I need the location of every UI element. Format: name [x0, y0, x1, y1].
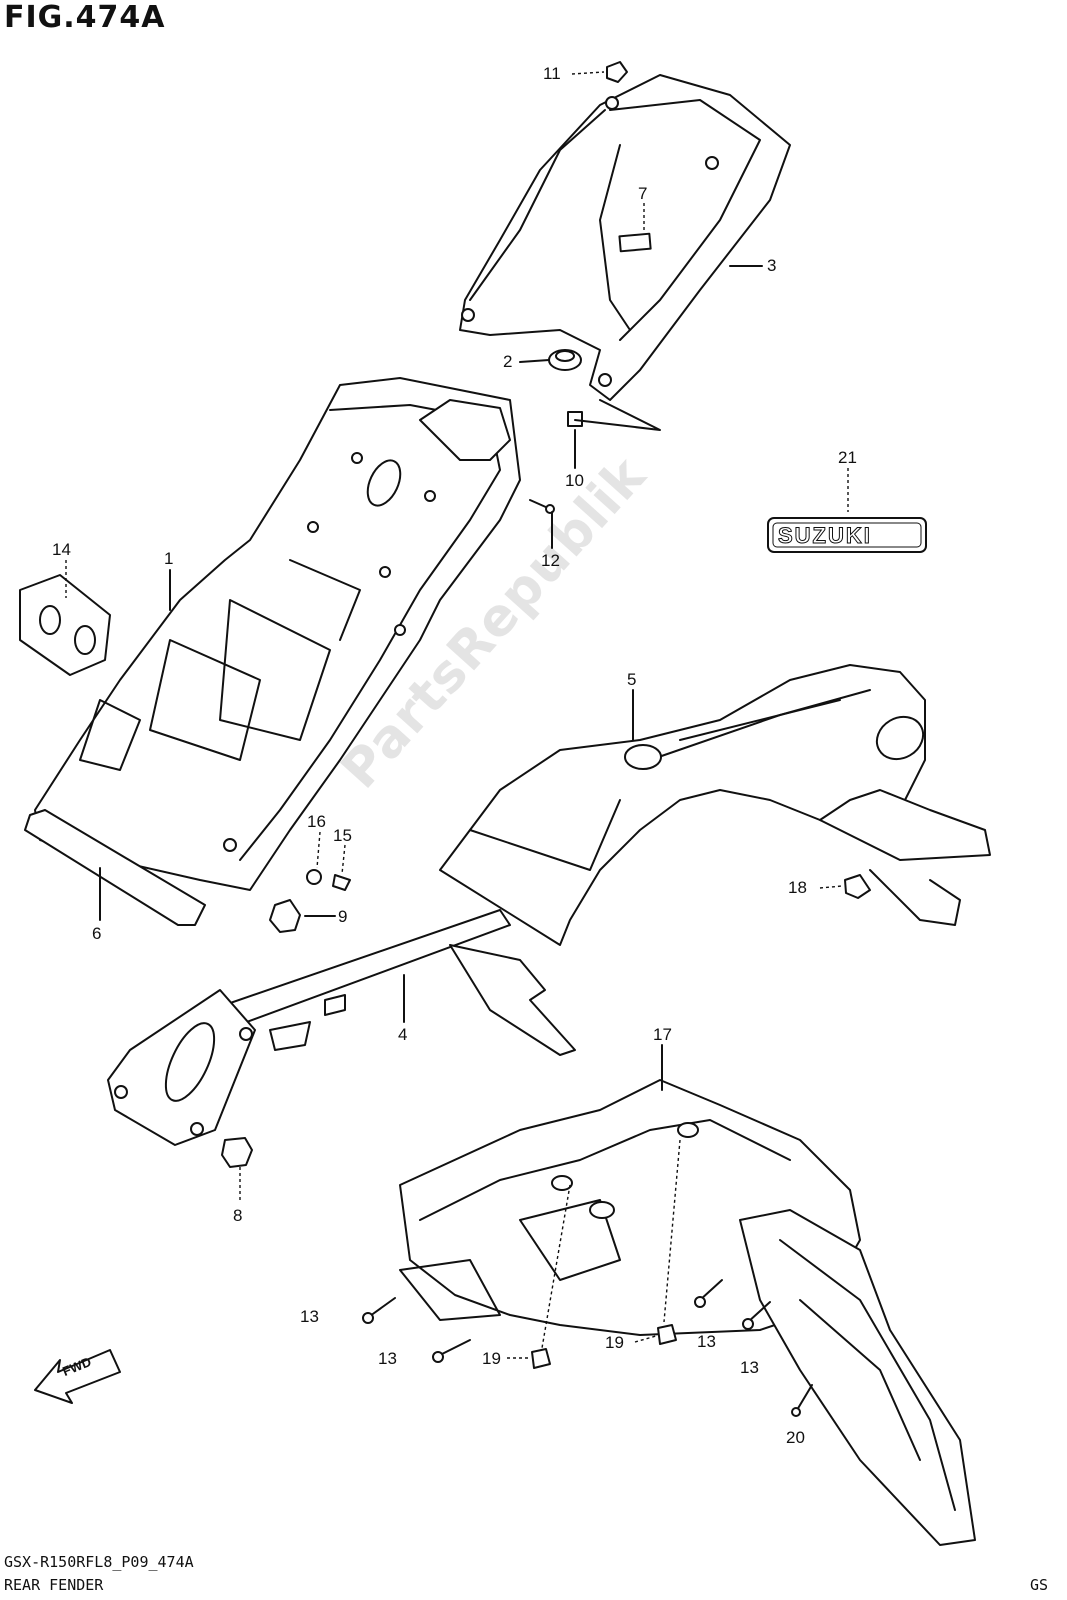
- callout-4: 4: [398, 1025, 408, 1044]
- callout-13-a: 13: [300, 1307, 319, 1326]
- callout-13-d: 13: [740, 1358, 759, 1377]
- callout-13-b: 13: [378, 1349, 397, 1368]
- part-1-rear-fender-frame: [34, 377, 521, 891]
- callout-1: 1: [164, 549, 174, 568]
- part-8-bolt: [221, 1137, 253, 1168]
- figure-code: GSX-R150RFL8_P09_474A: [4, 1553, 194, 1571]
- callout-18: 18: [788, 878, 807, 897]
- callout-2: 2: [503, 352, 513, 371]
- region-code: GS: [1030, 1576, 1049, 1594]
- suzuki-emblem-text: SUZUKI: [778, 523, 872, 549]
- callout-16: 16: [307, 812, 326, 831]
- figure-name: REAR FENDER: [4, 1576, 104, 1594]
- fasteners: [362, 1279, 813, 1417]
- callout-11: 11: [543, 64, 561, 83]
- part-4-frame-bar: [107, 909, 576, 1146]
- figure-title: FIG.474A: [4, 0, 166, 35]
- callout-14: 14: [52, 540, 71, 559]
- part-2-grommet: [548, 349, 582, 371]
- part-21-emblem: [767, 517, 927, 553]
- callout-9: 9: [338, 907, 348, 926]
- callout-8: 8: [233, 1206, 243, 1225]
- part-18-bushing: [844, 874, 871, 899]
- part-14-bracket: [19, 574, 111, 676]
- part-9-bolt: [269, 899, 301, 933]
- part-16-washer: [306, 869, 322, 885]
- part-11-clip: [606, 61, 628, 83]
- part-10-leader: [574, 399, 661, 431]
- callout-21: 21: [838, 448, 857, 467]
- callout-3: 3: [767, 256, 777, 275]
- callout-10: 10: [565, 471, 584, 490]
- part-3-tail-cover: [459, 74, 791, 401]
- callout-12: 12: [541, 551, 560, 570]
- callout-19-a: 19: [482, 1349, 501, 1368]
- callout-6: 6: [92, 924, 102, 943]
- part-17-hugger: [399, 1079, 976, 1546]
- callout-20: 20: [786, 1428, 805, 1447]
- leader-lines: [65, 71, 849, 1359]
- part-15-clip: [332, 874, 351, 891]
- part-5-tail-cowl: [439, 664, 991, 946]
- part-12-screw: [529, 499, 549, 509]
- callout-17: 17: [653, 1025, 672, 1044]
- callout-15: 15: [333, 826, 352, 845]
- part-6-rubber-strip: [24, 809, 206, 926]
- callout-13-c: 13: [697, 1332, 716, 1351]
- callout-7: 7: [638, 184, 648, 203]
- callout-5: 5: [627, 670, 637, 689]
- fwd-arrow: [34, 1349, 121, 1404]
- callout-19-b: 19: [605, 1333, 624, 1352]
